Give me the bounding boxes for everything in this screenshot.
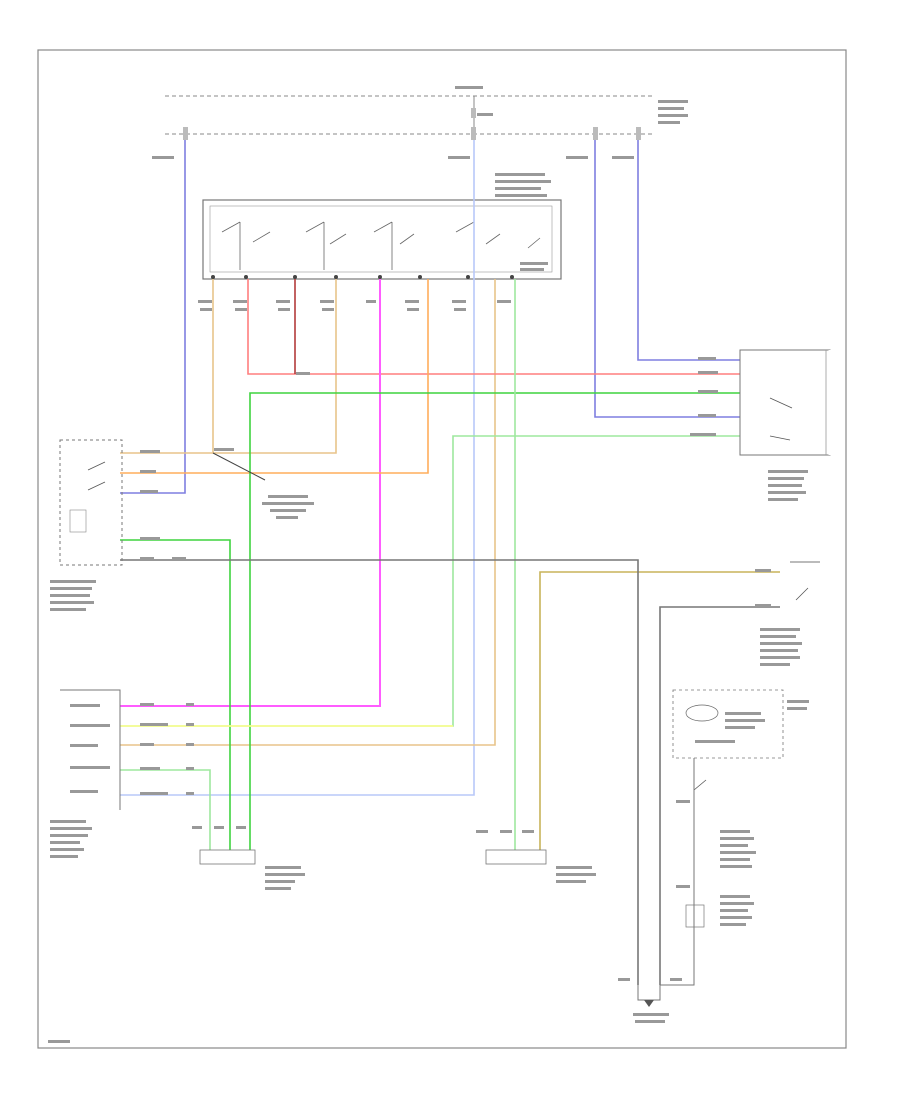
connector-center-bottom [476,830,596,883]
control-module-pins [211,275,514,279]
wire-pink [120,279,381,707]
wire-gray [120,559,780,985]
control-module-switches [221,221,541,270]
wire-labels [140,357,771,795]
left-switch-component [50,439,123,611]
wire-blue-left [120,140,186,494]
center-annotation [262,495,314,519]
wire-black [212,452,266,481]
relay-module [660,689,809,986]
power-bus-labels [152,86,688,159]
right-switch-component [739,349,832,501]
wire-tan [120,279,496,746]
power-bus [165,95,655,135]
wire-red [247,279,740,375]
wire-orange [120,279,429,474]
ground-symbol [618,978,682,1023]
control-module [202,173,562,280]
right-mid-component [760,561,820,666]
connector-left-bottom [192,826,305,890]
lower-left-component [50,689,121,858]
diagram-frame [37,49,847,1049]
diagram-id [48,1040,70,1043]
wire-green [120,392,740,850]
wire-blue-right [594,140,740,418]
power-bus-fuses [183,108,641,140]
wire-ltblue [120,140,475,796]
control-module-pin-labels [198,262,548,311]
wire-olive [539,571,780,850]
